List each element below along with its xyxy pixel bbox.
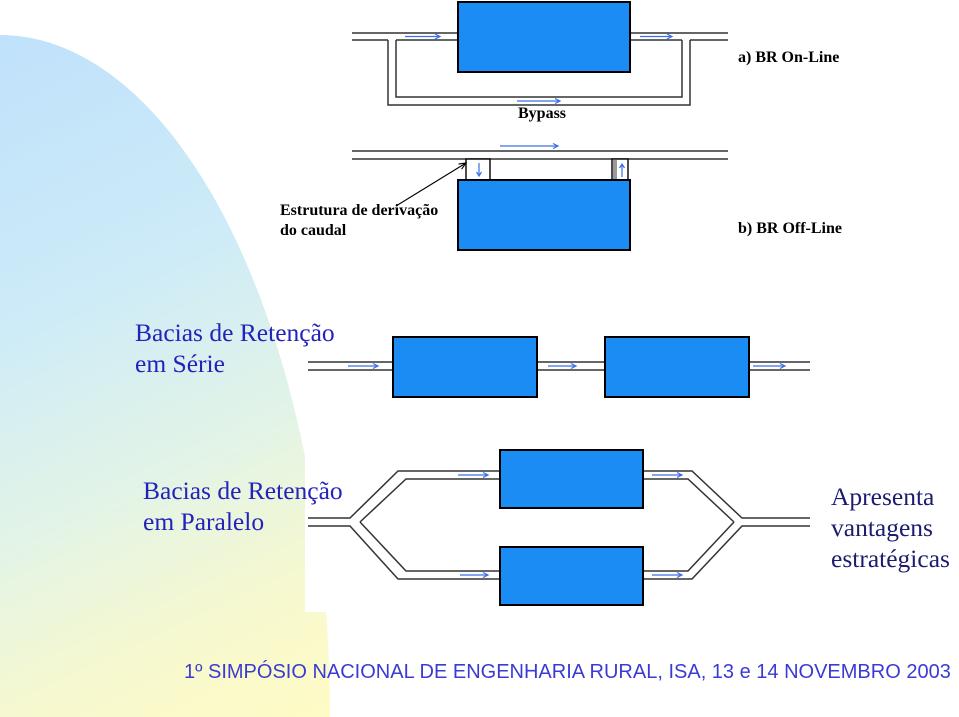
advantage-note: Apresenta vantagens estratégicas	[831, 481, 950, 574]
series-heading-line: em Série	[135, 349, 225, 378]
offline-retention-diagram	[352, 142, 728, 251]
parallel-heading-line: em Paralelo	[143, 507, 265, 536]
flow-arrow-down	[475, 163, 483, 178]
structure-label: Estrutura de derivação do caudal	[280, 201, 438, 241]
flow-arrow	[405, 33, 442, 40]
flow-arrow-up	[618, 162, 626, 177]
flow-arrow	[500, 142, 560, 150]
retention-basin-second	[604, 336, 750, 398]
flow-arrow	[640, 33, 674, 40]
flow-arrow	[652, 571, 684, 579]
offline-label: b) BR Off-Line	[738, 220, 842, 237]
structure-label-line: Estrutura de derivação	[280, 202, 439, 219]
flow-arrow	[548, 362, 578, 370]
pipe	[308, 361, 810, 371]
series-heading-line: Bacias de Retenção	[135, 318, 335, 347]
parallel-retention-diagram	[308, 449, 810, 606]
flow-arrow	[753, 362, 787, 370]
footer-event-text: 1º SIMPÓSIO NACIONAL DE ENGENHARIA RURAL…	[184, 661, 951, 683]
flow-arrow	[460, 571, 490, 579]
advantage-note-line: estratégicas	[831, 544, 950, 573]
bypass-pipe	[387, 40, 691, 106]
retention-basin	[457, 1, 631, 73]
retention-basin-upper	[499, 449, 644, 509]
retention-basin-lower	[499, 546, 644, 606]
flow-arrow	[652, 471, 684, 479]
series-heading: Bacias de Retenção em Série	[135, 317, 335, 379]
parallel-heading: Bacias de Retenção em Paralelo	[143, 475, 343, 537]
online-retention-diagram	[352, 1, 728, 106]
outlet-wall	[613, 160, 617, 179]
series-retention-diagram	[308, 336, 810, 398]
main-pipe	[352, 150, 728, 160]
diversion-structure-inlet	[465, 158, 491, 181]
bypass-flow-arrow	[517, 97, 562, 105]
flow-arrow	[458, 471, 490, 479]
online-label: a) BR On-Line	[738, 49, 840, 66]
bypass-label: Bypass	[518, 105, 567, 122]
parallel-heading-line: Bacias de Retenção	[143, 476, 343, 505]
retention-basin	[457, 179, 631, 251]
structure-label-line: do caudal	[280, 222, 347, 239]
callout-arrow	[395, 162, 468, 207]
advantage-note-line: Apresenta	[831, 482, 935, 511]
main-pipe	[352, 32, 728, 41]
flow-arrow	[348, 362, 380, 370]
retention-basin-first	[392, 336, 538, 398]
inlet-branching-pipe	[308, 470, 500, 580]
outlet-merging-pipe	[643, 470, 810, 580]
advantage-note-line: vantagens	[831, 513, 933, 542]
